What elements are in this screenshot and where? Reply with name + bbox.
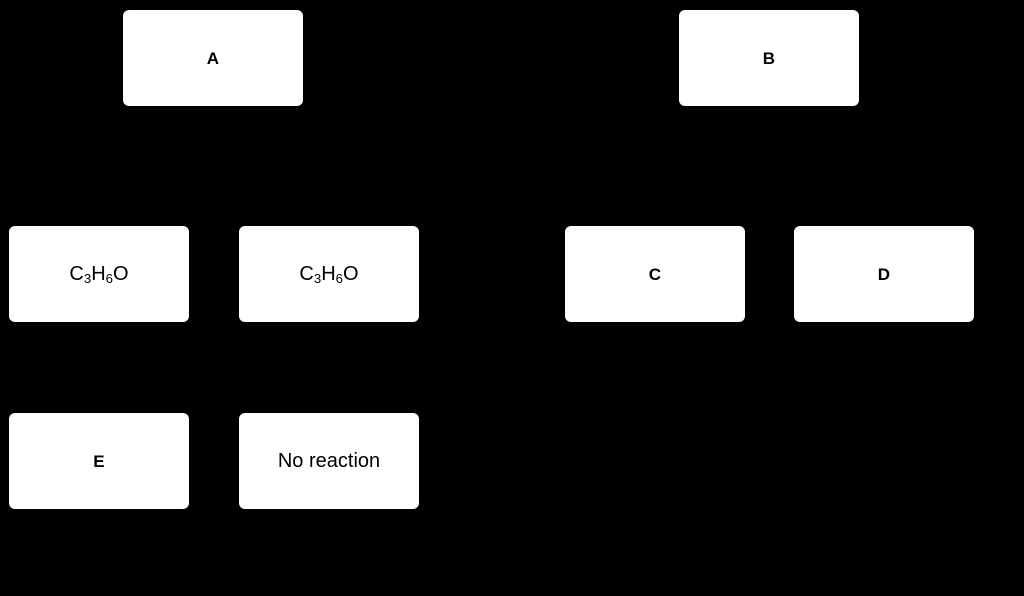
formula-part: C bbox=[69, 263, 84, 285]
option-e-label: E bbox=[93, 451, 105, 471]
option-c3h6o-right-label: C3H6O bbox=[299, 263, 359, 286]
formula-part: H bbox=[321, 263, 336, 285]
formula-part: H bbox=[91, 263, 106, 285]
formula-part: 6 bbox=[105, 270, 114, 286]
option-d-label: D bbox=[877, 264, 891, 284]
formula-part: O bbox=[113, 263, 129, 285]
option-c3h6o-left-label: C3H6O bbox=[69, 263, 129, 286]
option-no-reaction-label: No reaction bbox=[277, 450, 381, 472]
formula-part: 3 bbox=[83, 270, 92, 286]
option-b[interactable]: B bbox=[679, 10, 859, 106]
formula-part: 6 bbox=[335, 270, 344, 286]
option-c3h6o-left[interactable]: C3H6O bbox=[9, 226, 189, 322]
option-e[interactable]: E bbox=[9, 413, 189, 509]
formula-part: C bbox=[299, 263, 314, 285]
option-c[interactable]: C bbox=[565, 226, 745, 322]
option-a[interactable]: A bbox=[123, 10, 303, 106]
option-b-label: B bbox=[762, 48, 776, 68]
option-a-label: A bbox=[206, 48, 220, 68]
option-c-label: C bbox=[648, 264, 662, 284]
formula-part: 3 bbox=[313, 270, 322, 286]
option-no-reaction[interactable]: No reaction bbox=[239, 413, 419, 509]
formula-part: O bbox=[343, 263, 359, 285]
option-c3h6o-right[interactable]: C3H6O bbox=[239, 226, 419, 322]
option-d[interactable]: D bbox=[794, 226, 974, 322]
